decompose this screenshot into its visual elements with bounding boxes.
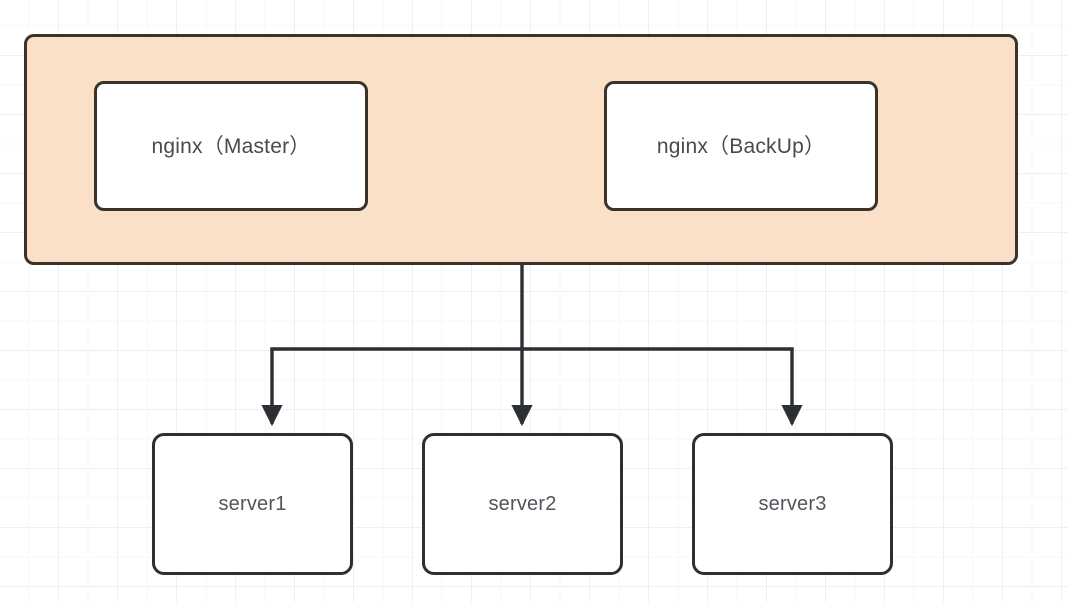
node-nginx-master[interactable]: nginx（Master）	[94, 81, 368, 211]
node-server2[interactable]: server2	[422, 433, 623, 575]
node-server3-label: server3	[758, 493, 827, 515]
node-nginx-backup-label: nginx（BackUp）	[656, 134, 826, 158]
node-server1-label: server1	[218, 493, 287, 515]
node-server3[interactable]: server3	[692, 433, 893, 575]
node-nginx-backup[interactable]: nginx（BackUp）	[604, 81, 878, 211]
node-server2-label: server2	[488, 493, 557, 515]
node-server1[interactable]: server1	[152, 433, 353, 575]
node-nginx-master-label: nginx（Master）	[151, 134, 311, 158]
